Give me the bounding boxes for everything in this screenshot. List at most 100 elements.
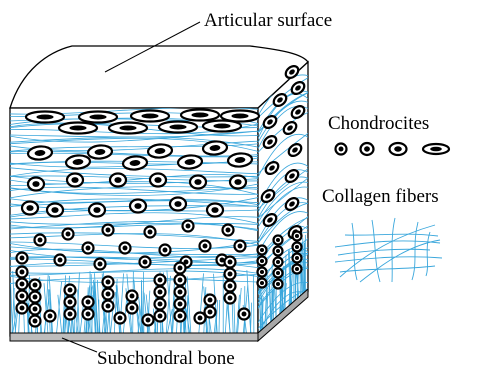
cell-nucleus xyxy=(158,278,163,283)
chondrocyte xyxy=(89,204,105,217)
chondrocyte xyxy=(83,297,94,308)
cell-nucleus xyxy=(71,177,78,183)
cell-nucleus xyxy=(430,147,442,152)
collagen-fiber xyxy=(360,240,440,282)
chondrocyte xyxy=(17,267,28,278)
cell-nucleus xyxy=(26,205,33,211)
chondrocyte xyxy=(79,112,117,123)
cell-nucleus xyxy=(146,318,151,323)
chondrocyte xyxy=(17,303,28,314)
chondrocyte xyxy=(95,259,106,270)
chondrocyte xyxy=(28,178,44,191)
chondrocyte xyxy=(293,265,302,274)
cell-nucleus xyxy=(68,312,73,317)
cell-nucleus xyxy=(228,296,233,301)
chondrocyte xyxy=(30,304,41,315)
cell-nucleus xyxy=(69,126,86,131)
chondrocite-legend xyxy=(336,143,450,155)
cell-nucleus xyxy=(114,177,121,183)
cell-nucleus xyxy=(118,316,123,321)
chondrocyte xyxy=(258,246,267,255)
chondrocyte xyxy=(55,255,66,266)
chondrocyte xyxy=(175,299,186,310)
cell-nucleus xyxy=(186,224,191,229)
cell-nucleus xyxy=(36,115,53,120)
cell-nucleus xyxy=(276,271,280,275)
cell-nucleus xyxy=(93,207,100,213)
cell-nucleus xyxy=(194,179,201,185)
chondrocyte xyxy=(361,143,374,155)
cell-nucleus xyxy=(98,262,103,267)
chondrocyte xyxy=(207,204,223,217)
cell-nucleus xyxy=(20,306,25,311)
cell-nucleus xyxy=(234,179,241,185)
cell-nucleus xyxy=(231,114,248,119)
label-articular-surface: Articular surface xyxy=(204,10,332,31)
label-chondrocites: Chondrocites xyxy=(328,113,429,134)
cell-nucleus xyxy=(33,295,38,300)
cell-nucleus xyxy=(238,244,243,249)
cell-nucleus xyxy=(260,248,264,252)
cell-nucleus xyxy=(295,267,299,271)
chondrocyte xyxy=(225,293,236,304)
chondrocyte xyxy=(26,112,64,123)
chondrocyte xyxy=(120,243,131,254)
chondrocyte xyxy=(35,235,46,246)
cell-nucleus xyxy=(20,270,25,275)
chondrocyte xyxy=(235,241,246,252)
chondrocyte xyxy=(30,280,41,291)
cell-nucleus xyxy=(33,283,38,288)
chondrocyte xyxy=(65,297,76,308)
cell-nucleus xyxy=(178,302,183,307)
cell-nucleus xyxy=(295,245,299,249)
cell-nucleus xyxy=(66,232,71,237)
cell-nucleus xyxy=(242,312,247,317)
chondrocyte xyxy=(155,311,166,322)
top-face-outline xyxy=(10,46,308,108)
chondrocyte xyxy=(225,269,236,280)
chondrocyte xyxy=(103,289,114,300)
cell-nucleus xyxy=(148,230,153,235)
cell-nucleus xyxy=(154,177,161,183)
chondrocyte xyxy=(239,309,250,320)
chondrocyte xyxy=(293,232,302,241)
cell-nucleus xyxy=(119,126,136,131)
chondrocyte xyxy=(155,287,166,298)
cell-nucleus xyxy=(20,294,25,299)
cell-nucleus xyxy=(33,307,38,312)
cell-nucleus xyxy=(134,203,141,209)
cell-nucleus xyxy=(295,234,299,238)
cell-nucleus xyxy=(51,207,58,213)
chondrocyte xyxy=(143,315,154,326)
cell-nucleus xyxy=(191,113,208,118)
cell-nucleus xyxy=(211,207,218,213)
chondrocyte xyxy=(274,258,283,267)
chondrocyte xyxy=(83,309,94,320)
chondrocyte xyxy=(109,123,147,134)
cell-nucleus xyxy=(208,298,213,303)
chondrocyte xyxy=(30,292,41,303)
cell-nucleus xyxy=(130,306,135,311)
chondrocyte xyxy=(140,257,151,268)
cell-nucleus xyxy=(130,294,135,299)
chondrocyte xyxy=(17,279,28,290)
cell-nucleus xyxy=(260,270,264,274)
cell-nucleus xyxy=(163,248,168,253)
cell-nucleus xyxy=(106,228,111,233)
cell-nucleus xyxy=(20,256,25,261)
chondrocyte xyxy=(390,143,407,155)
collagen-fiber xyxy=(352,223,357,280)
cell-nucleus xyxy=(68,300,73,305)
chondrocyte xyxy=(45,311,56,322)
cell-nucleus xyxy=(141,114,158,119)
cell-nucleus xyxy=(158,290,163,295)
cell-nucleus xyxy=(158,314,163,319)
chondrocyte xyxy=(22,202,38,215)
cell-nucleus xyxy=(228,260,233,265)
chondrocyte xyxy=(225,281,236,292)
chondrocyte xyxy=(258,268,267,277)
label-subchondral-bone: Subchondral bone xyxy=(97,348,235,369)
chondrocyte xyxy=(205,295,216,306)
cell-nucleus xyxy=(228,272,233,277)
